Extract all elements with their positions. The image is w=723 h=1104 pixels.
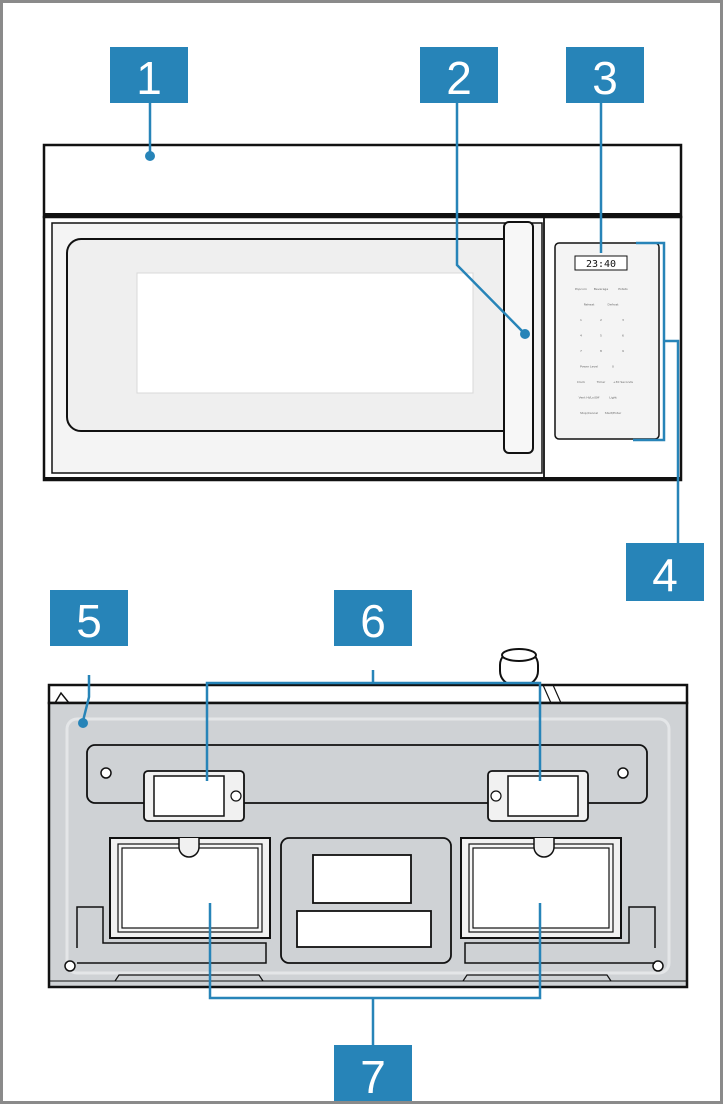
callout-box bbox=[334, 590, 412, 646]
callout-3: 3 bbox=[566, 47, 644, 104]
callout-2: 2 bbox=[420, 47, 498, 104]
keypad-key-label: +30 Seconds bbox=[613, 380, 633, 384]
callout-5: 5 bbox=[50, 590, 128, 647]
display-window bbox=[574, 255, 628, 271]
keypad-key-label: Power Level bbox=[580, 365, 598, 369]
keypad-key-label: 4 bbox=[580, 334, 582, 338]
callout-box bbox=[626, 543, 704, 601]
keypad-key-label: 0 bbox=[612, 365, 614, 369]
display-readout: 23:40 bbox=[586, 259, 616, 270]
control-panel bbox=[554, 242, 660, 440]
leader-lines bbox=[81, 101, 680, 1045]
vent-grille-panel bbox=[42, 143, 683, 219]
cooktop-light-left bbox=[143, 770, 245, 822]
door-handle bbox=[503, 221, 534, 454]
keypad-key-label: Clock bbox=[577, 380, 585, 384]
keypad-key-label: Beverage bbox=[594, 287, 609, 291]
keypad-key-label: 9 bbox=[622, 349, 624, 353]
microwave-underside-view bbox=[47, 648, 689, 989]
keypad-key-label: Defrost bbox=[608, 303, 620, 307]
keypad-key-label: 8 bbox=[600, 349, 602, 353]
callout-number: 3 bbox=[592, 52, 618, 104]
callout-number: 7 bbox=[360, 1051, 386, 1101]
callout-1: 1 bbox=[110, 47, 188, 104]
callout-box bbox=[566, 47, 644, 103]
keypad-key-label: 1 bbox=[580, 318, 582, 322]
grease-filter-left bbox=[109, 837, 271, 939]
grease-filter-right bbox=[460, 837, 622, 939]
callout-number: 4 bbox=[652, 549, 678, 601]
keypad-key-label: 6 bbox=[622, 334, 624, 338]
callout-box bbox=[110, 47, 188, 103]
keypad-key-label: Stop/Cancel bbox=[580, 411, 598, 415]
callout-4: 4 bbox=[626, 543, 704, 601]
keypad-key-label: Potato bbox=[618, 287, 628, 291]
callout-number: 6 bbox=[360, 595, 386, 647]
callout-box bbox=[334, 1045, 412, 1101]
keypad-key-label: Start/Enter bbox=[605, 411, 622, 415]
callout-6: 6 bbox=[334, 590, 412, 647]
callout-box bbox=[50, 590, 128, 646]
keypad-key-label: Reheat bbox=[584, 303, 595, 307]
callout-number: 1 bbox=[136, 52, 162, 104]
callout-number: 2 bbox=[446, 52, 472, 104]
keypad-key-label: Vent Hi/Lo/Off bbox=[579, 396, 601, 400]
callout-7: 7 bbox=[334, 1045, 412, 1101]
keypad-key-label: Light bbox=[609, 396, 617, 400]
keypad-key-label: 5 bbox=[600, 334, 602, 338]
keypad-key-label: 3 bbox=[622, 318, 624, 322]
leader-endpoints bbox=[78, 151, 530, 728]
callout-box bbox=[420, 47, 498, 103]
callout-number: 5 bbox=[76, 595, 102, 647]
keypad-key-label: 2 bbox=[600, 318, 602, 322]
keypad-key-label: Popcorn bbox=[575, 287, 587, 291]
cooktop-light-right bbox=[487, 770, 589, 822]
keypad-key-label: Timer bbox=[596, 380, 606, 384]
keypad-key-label: 7 bbox=[580, 349, 582, 353]
door-window bbox=[136, 272, 474, 394]
